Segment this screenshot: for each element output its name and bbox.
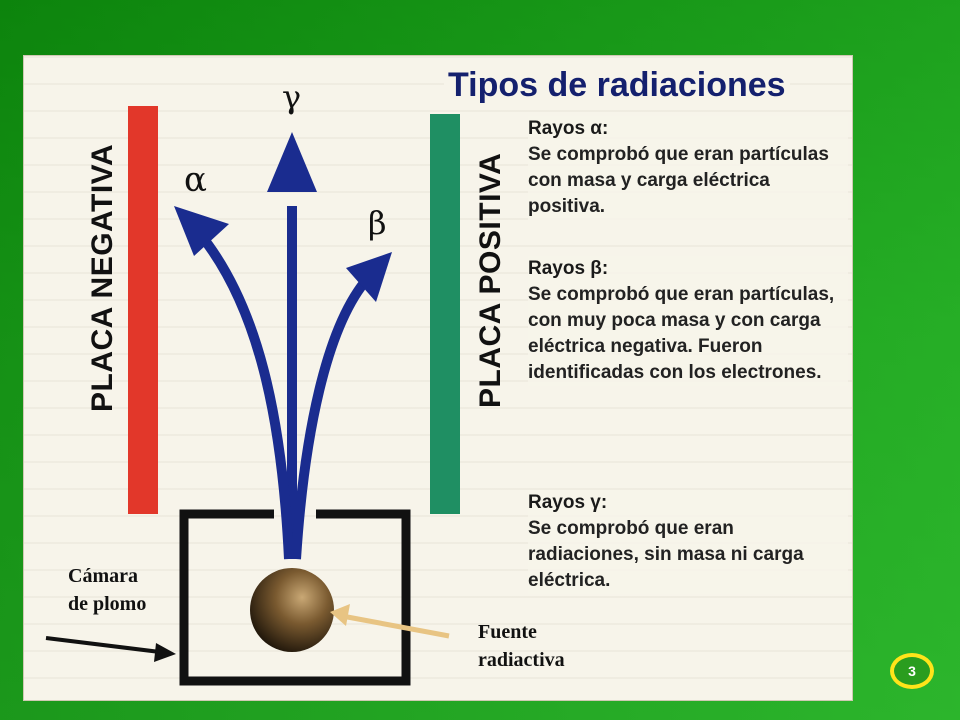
negative-plate	[128, 106, 158, 514]
beta-symbol: β	[368, 204, 387, 242]
radioactive-source	[250, 568, 334, 652]
chamber-label-line1: Cámara	[68, 565, 138, 587]
alpha-rays-description: Se comprobó que eran partículas con masa…	[528, 144, 829, 217]
alpha-rays-info: Rayos α: Se comprobó que eran partículas…	[528, 116, 848, 220]
alpha-ray	[196, 230, 294, 560]
radiation-diagram	[45, 132, 450, 686]
beta-ray	[291, 274, 372, 560]
page-number: 3	[894, 657, 930, 685]
lead-chamber	[179, 509, 411, 686]
alpha-ray-arrowhead	[174, 206, 229, 256]
alpha-symbol: α	[184, 160, 207, 200]
gamma-rays-heading: Rayos γ:	[528, 492, 608, 513]
positive-plate	[430, 114, 460, 514]
beta-rays-description: Se comprobó que eran partículas, con muy…	[528, 284, 835, 383]
diagram-panel: PLACA NEGATIVA PLACA POSITIVA γ α	[24, 56, 852, 700]
source-pointer-arrow	[341, 613, 450, 639]
chamber-pointer-arrowhead	[154, 643, 176, 662]
chamber-label-line2: de plomo	[68, 593, 147, 615]
beta-ray-arrowhead	[346, 252, 392, 302]
page-number-badge: 3	[890, 653, 934, 689]
chamber-pointer-arrow	[45, 636, 161, 654]
slide-title: Tipos de radiaciones	[444, 66, 790, 105]
source-pointer-arrowhead	[330, 604, 350, 626]
beta-rays-info: Rayos β: Se comprobó que eran partículas…	[528, 256, 848, 386]
gamma-rays-info: Rayos γ: Se comprobó que eran radiacione…	[528, 490, 848, 594]
beta-rays-heading: Rayos β:	[528, 258, 609, 279]
source-label-line1: Fuente	[478, 621, 537, 643]
alpha-rays-heading: Rayos α:	[528, 118, 609, 139]
gamma-ray-arrowhead	[267, 132, 317, 192]
source-label: Fuente radiactiva	[478, 618, 565, 674]
source-label-line2: radiactiva	[478, 649, 565, 671]
gamma-symbol: γ	[282, 78, 302, 116]
gamma-rays-description: Se comprobó que eran radiaciones, sin ma…	[528, 518, 804, 591]
chamber-label: Cámara de plomo	[68, 562, 146, 618]
